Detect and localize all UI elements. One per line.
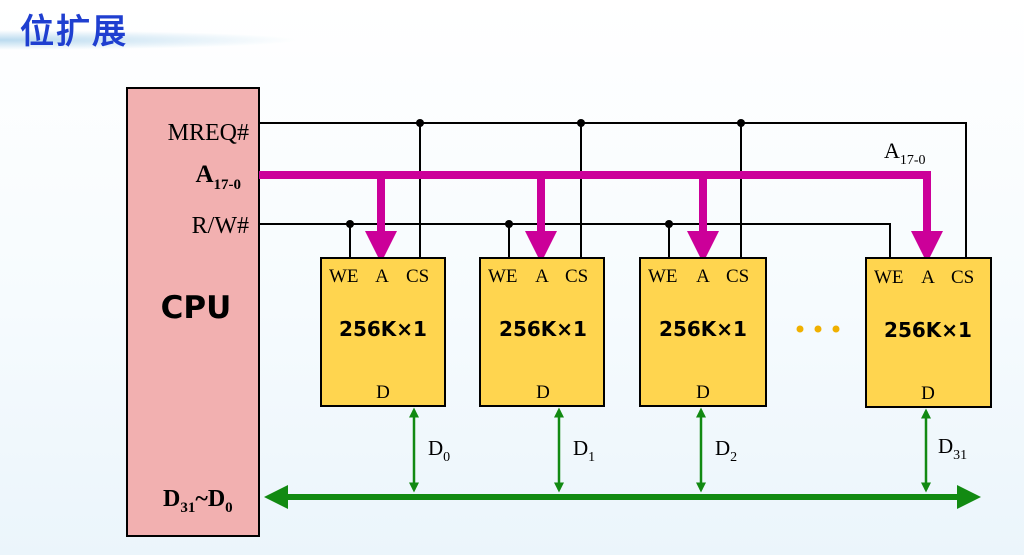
chip-d-pin: D xyxy=(376,382,390,403)
rw-junctions xyxy=(346,220,673,228)
chip-a-pin: A xyxy=(535,266,549,287)
cpu-label: CPU xyxy=(161,290,232,326)
mreq-junctions xyxy=(416,119,745,127)
ellipsis-dots xyxy=(796,325,840,333)
address-label: A17-0 xyxy=(195,161,241,193)
title-decoration xyxy=(0,30,300,50)
data-range-label: D31~D0 xyxy=(163,486,233,516)
chip-data-label: D1 xyxy=(573,436,595,465)
chip-data-label: D2 xyxy=(715,436,737,465)
chip-data-label: D0 xyxy=(428,436,450,465)
chip-a-pin: A xyxy=(696,266,710,287)
chip-name: 256K×1 xyxy=(339,317,427,341)
memory-chip-0: WE A CS 256K×1 D D0 xyxy=(320,257,450,493)
rw-label: R/W# xyxy=(192,213,249,239)
chip-d-pin: D xyxy=(536,382,550,403)
chip-cs-pin: CS xyxy=(726,266,749,287)
rw-line xyxy=(259,223,891,258)
chip-d-pin: D xyxy=(921,383,935,404)
chip-name: 256K×1 xyxy=(884,318,972,342)
chip-we-pin: WE xyxy=(329,266,359,287)
chip-we-pin: WE xyxy=(648,266,678,287)
chip-a-pin: A xyxy=(921,267,935,288)
chip-data-label: D31 xyxy=(938,434,967,463)
chip-we-pin: WE xyxy=(488,266,518,287)
chip-cs-pin: CS xyxy=(951,267,974,288)
chip-cs-pin: CS xyxy=(406,266,429,287)
page-title: 位扩展 xyxy=(20,12,128,52)
address-bus xyxy=(259,171,943,263)
memory-chip-1: WE A CS 256K×1 D D1 xyxy=(479,257,605,493)
chip-body xyxy=(479,257,605,407)
chip-body xyxy=(865,257,992,408)
mreq-line xyxy=(259,122,967,258)
address-bus-label: A17-0 xyxy=(884,138,926,168)
chip-name: 256K×1 xyxy=(659,317,747,341)
memory-chip-31: WE A CS 256K×1 D D31 xyxy=(865,257,992,493)
chip-body xyxy=(639,257,767,407)
chip-d-pin: D xyxy=(696,382,710,403)
cpu-block xyxy=(126,87,260,537)
chip-a-pin: A xyxy=(375,266,389,287)
chip-we-pin: WE xyxy=(874,267,904,288)
mreq-label: MREQ# xyxy=(168,120,249,146)
memory-chip-2: WE A CS 256K×1 D D2 xyxy=(639,257,767,493)
chip-name: 256K×1 xyxy=(499,317,587,341)
chip-body xyxy=(320,257,446,407)
chip-cs-pin: CS xyxy=(565,266,588,287)
